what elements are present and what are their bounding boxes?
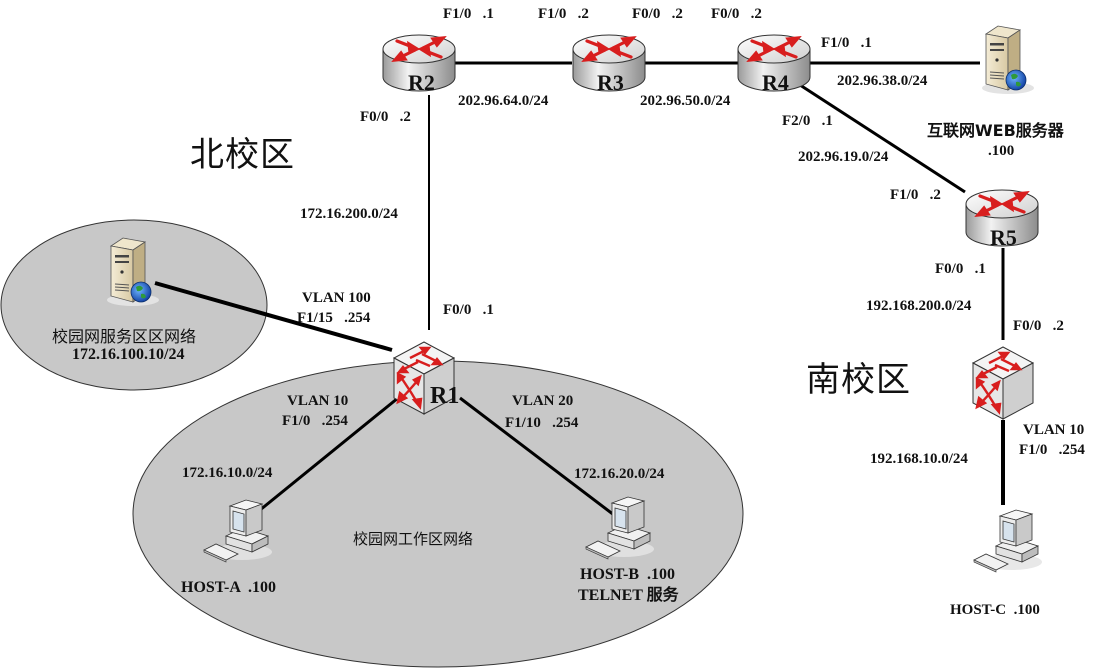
- network-r4-r5: 202.96.19.0/24: [798, 149, 889, 165]
- link-r4-r5: [799, 83, 966, 194]
- r1-vlan10-label: VLAN 10: [287, 393, 349, 409]
- host-a-label: HOST-A .100: [181, 579, 276, 596]
- network-r1-hosta: 172.16.10.0/24: [182, 465, 273, 481]
- south-switch-f1-0-label: F1/0 .254: [1019, 442, 1085, 458]
- south-switch-icon[interactable]: [971, 345, 1035, 421]
- link-r1-hostb: [459, 396, 619, 520]
- r5-f1-0-label: F1/0 .2: [890, 187, 941, 203]
- network-r5-switch: 192.168.200.0/24: [866, 298, 972, 314]
- r1-vlan100-label: VLAN 100: [302, 290, 371, 306]
- r4-f1-0-label: F1/0 .1: [821, 35, 872, 51]
- north-campus-heading: 北校区: [190, 135, 295, 175]
- host-b-service-label: TELNET 服务: [578, 587, 679, 604]
- network-switch-hostc: 192.168.10.0/24: [870, 451, 968, 467]
- r2-f1-0-label: F1/0 .1: [443, 6, 494, 22]
- network-r1-hostb: 172.16.20.0/24: [574, 466, 665, 482]
- network-r4-web: 202.96.38.0/24: [837, 73, 928, 89]
- r1-f1-10-label: F1/10 .254: [505, 415, 579, 431]
- link-server-r1: [154, 281, 393, 352]
- r1-vlan20-label: VLAN 20: [512, 393, 574, 409]
- work-zone-title: 校园网工作区网络: [353, 530, 474, 548]
- r5-f0-0-label: F0/0 .1: [935, 261, 986, 277]
- r3-f0-0-label: F0/0 .2: [632, 6, 683, 22]
- device-label-r4: R4: [762, 70, 789, 95]
- network-r2-r1: 172.16.200.0/24: [300, 206, 398, 222]
- r1-f1-0-label: F1/0 .254: [282, 413, 348, 429]
- device-label-r5: R5: [990, 225, 1017, 250]
- device-label-r2: R2: [408, 70, 435, 95]
- device-label-r3: R3: [597, 70, 624, 95]
- service-zone-title: 校园网服务区区网络: [52, 327, 197, 346]
- network-r3-r4: 202.96.50.0/24: [640, 93, 731, 109]
- south-campus-heading: 南校区: [806, 360, 911, 400]
- device-label-r1: R1: [430, 383, 460, 409]
- south-switch-f0-0-label: F0/0 .2: [1013, 318, 1064, 334]
- host-c-pc-icon[interactable]: [973, 509, 1043, 573]
- host-b-label: HOST-B .100: [580, 566, 675, 583]
- web-server-icon[interactable]: [981, 25, 1035, 95]
- r1-f0-0-label: F0/0 .1: [443, 302, 494, 318]
- web-server-ip: .100: [988, 143, 1015, 159]
- web-server-label: 互联网WEB服务器: [927, 121, 1064, 140]
- r3-f1-0-label: F1/0 .2: [538, 6, 589, 22]
- link-r1-hosta: [259, 396, 399, 512]
- host-c-label: HOST-C .100: [950, 602, 1040, 618]
- service-zone-address: 172.16.100.10/24: [72, 346, 185, 363]
- south-switch-vlan-label: VLAN 10: [1023, 422, 1085, 438]
- network-r2-r3: 202.96.64.0/24: [458, 93, 549, 109]
- r4-f0-0-label: F0/0 .2: [711, 6, 762, 22]
- r1-f1-15-label: F1/15 .254: [297, 310, 371, 326]
- r2-f0-0-label: F0/0 .2: [360, 109, 411, 125]
- r4-f2-0-label: F2/0 .1: [782, 113, 833, 129]
